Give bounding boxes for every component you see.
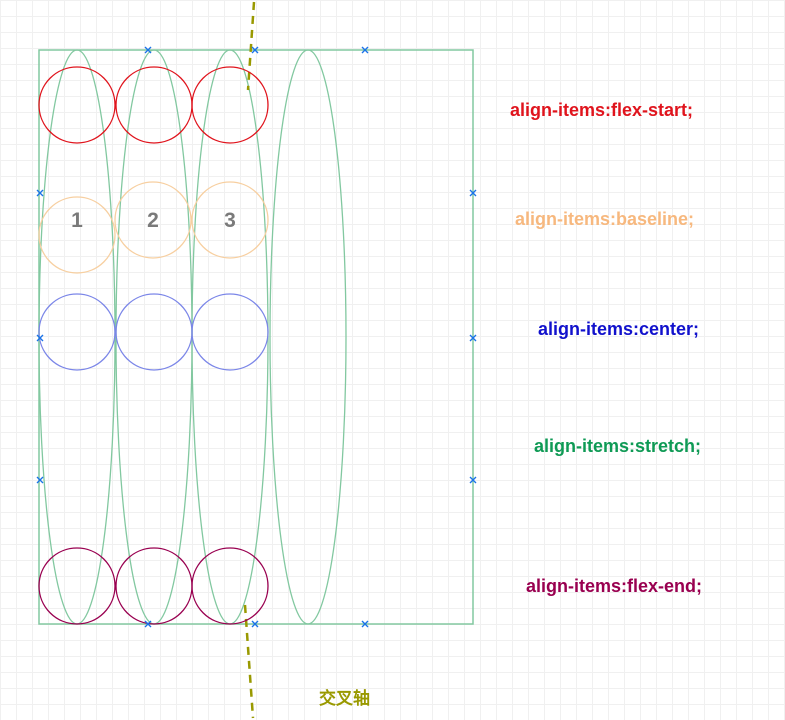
flex-start-item-3 <box>191 66 269 144</box>
baseline-item-2 <box>114 181 192 259</box>
stretch-item-1 <box>38 49 116 625</box>
baseline-item-1 <box>38 196 116 274</box>
selection-handle-3[interactable] <box>361 46 369 54</box>
selection-handle-8[interactable] <box>36 476 44 484</box>
stretch-item-2 <box>115 49 193 625</box>
selection-handle-12[interactable] <box>361 620 369 628</box>
selection-handle-7[interactable] <box>469 334 477 342</box>
label-stretch: align-items:stretch; <box>534 436 702 456</box>
selection-handle-9[interactable] <box>469 476 477 484</box>
selection-handle-2[interactable] <box>251 46 259 54</box>
flex-end-item-3 <box>191 547 269 625</box>
selection-handle-4[interactable] <box>36 189 44 197</box>
label-flex-end: align-items:flex-end; <box>526 576 703 596</box>
selection-handle-11[interactable] <box>251 620 259 628</box>
label-baseline: align-items:baseline; <box>515 209 695 229</box>
baseline-items <box>38 181 269 274</box>
flex-end-item-1 <box>38 547 116 625</box>
stretch-item-4 <box>269 49 347 625</box>
label-center: align-items:center; <box>538 319 700 339</box>
selection-handle-6[interactable] <box>36 334 44 342</box>
item-number-3: 3 <box>224 209 236 232</box>
selection-handles <box>36 46 477 628</box>
center-item-2 <box>115 293 193 371</box>
flex-end-items <box>38 547 269 625</box>
stretch-item-3 <box>191 49 269 625</box>
center-item-3 <box>191 293 269 371</box>
center-items <box>38 293 269 371</box>
cross-axis-label: 交叉轴 <box>319 689 370 709</box>
flex-start-item-2 <box>115 66 193 144</box>
label-flex-start: align-items:flex-start; <box>510 100 694 120</box>
flex-start-items <box>38 66 269 144</box>
item-number-1: 1 <box>71 209 83 232</box>
baseline-item-3 <box>191 181 269 259</box>
selection-handle-5[interactable] <box>469 189 477 197</box>
cross-axis-line <box>243 1 256 719</box>
flex-start-item-1 <box>38 66 116 144</box>
item-number-2: 2 <box>147 209 159 232</box>
flex-end-item-2 <box>115 547 193 625</box>
center-item-1 <box>38 293 116 371</box>
selection-handle-1[interactable] <box>144 46 152 54</box>
selection-handle-10[interactable] <box>144 620 152 628</box>
